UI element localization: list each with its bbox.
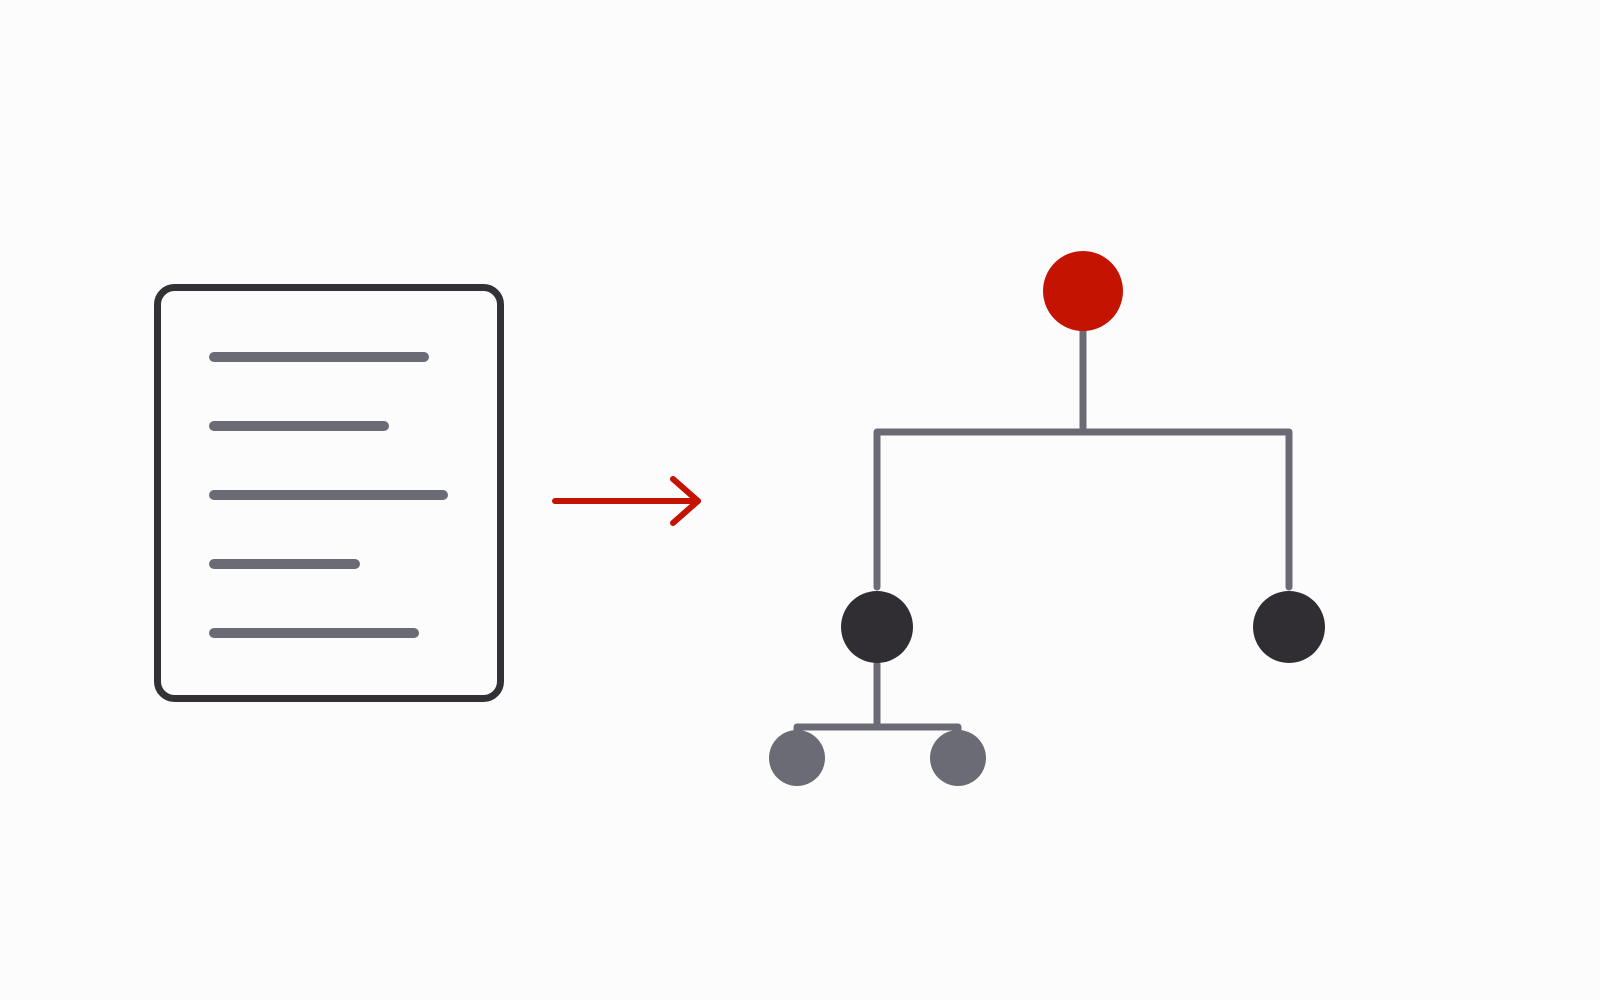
- leaf-node-right: [930, 730, 986, 786]
- tree-connectors: [793, 326, 1293, 738]
- connector-level-2: [793, 723, 962, 738]
- hierarchy-tree-icon: [769, 251, 1325, 786]
- leaf-node-left: [769, 730, 825, 786]
- document-frame: [154, 284, 504, 702]
- child-node-right: [1253, 591, 1325, 663]
- root-node: [1043, 251, 1123, 331]
- arrow-right-icon: [552, 476, 701, 526]
- document-icon: [154, 284, 504, 702]
- connector-level-1: [873, 428, 1293, 591]
- child-node-left: [841, 591, 913, 663]
- arrow-head: [670, 476, 701, 526]
